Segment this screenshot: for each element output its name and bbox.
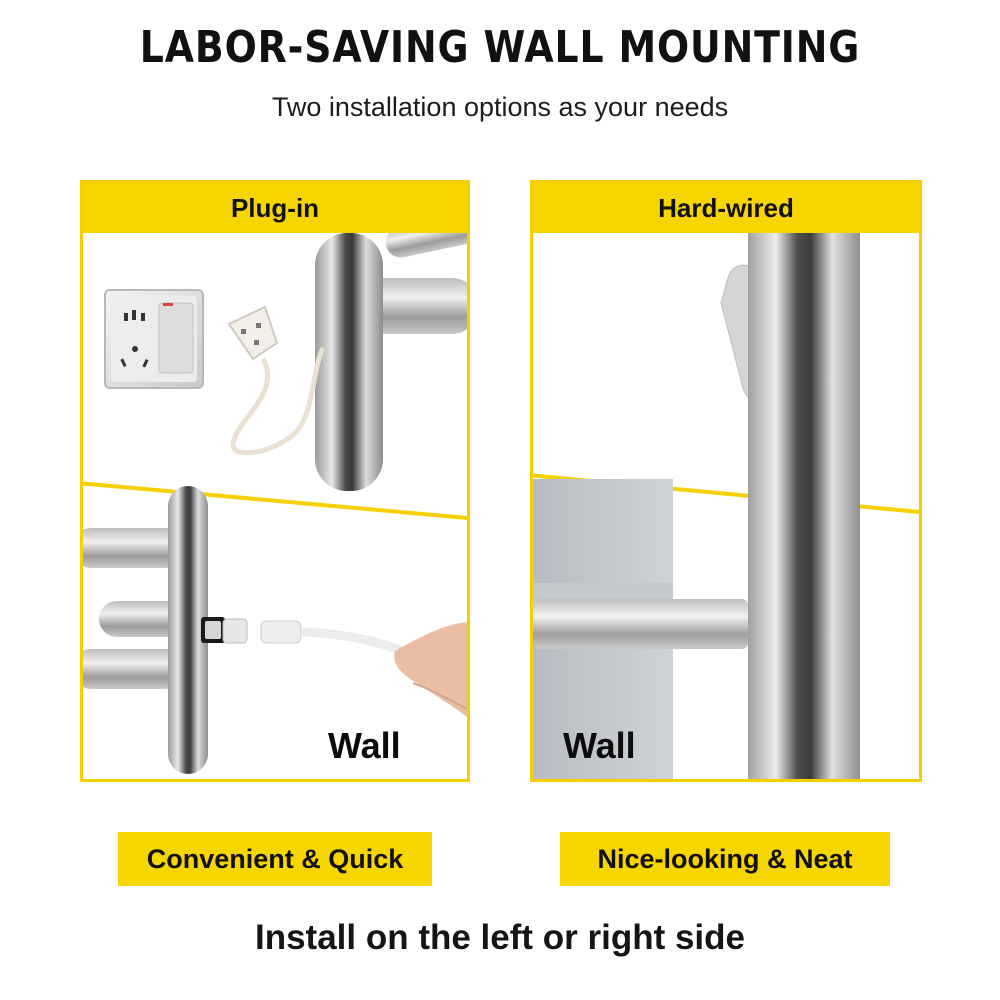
towel-bar-horizontal	[533, 599, 748, 649]
connector-icon	[201, 617, 415, 660]
plug-icon	[227, 305, 326, 456]
page-subtitle: Two installation options as your needs	[271, 92, 729, 122]
plug-in-panel: Plug-in Wall	[80, 180, 470, 782]
footer-text: Install on the left or right side	[254, 918, 746, 957]
hand-icon	[394, 622, 467, 717]
benefit-badge-right: Nice-looking & Neat	[560, 832, 890, 886]
hard-wired-label: Hard-wired	[533, 183, 919, 233]
wall-label-left: Wall	[328, 725, 401, 766]
panel-divider	[83, 481, 467, 521]
plug-in-label: Plug-in	[83, 183, 467, 233]
hard-wired-panel: Hard-wired Wall	[530, 180, 922, 782]
plug-in-illustration	[83, 214, 467, 774]
towel-bar-top	[315, 214, 467, 491]
benefit-badge-left: Convenient & Quick	[118, 832, 432, 886]
wall-label-right: Wall	[563, 725, 636, 766]
towel-bar-bottom	[83, 486, 208, 774]
wall-socket-icon	[104, 289, 204, 389]
page-title: LABOR-SAVING WALL MOUNTING	[139, 22, 861, 73]
hard-wired-illustration	[533, 231, 919, 779]
